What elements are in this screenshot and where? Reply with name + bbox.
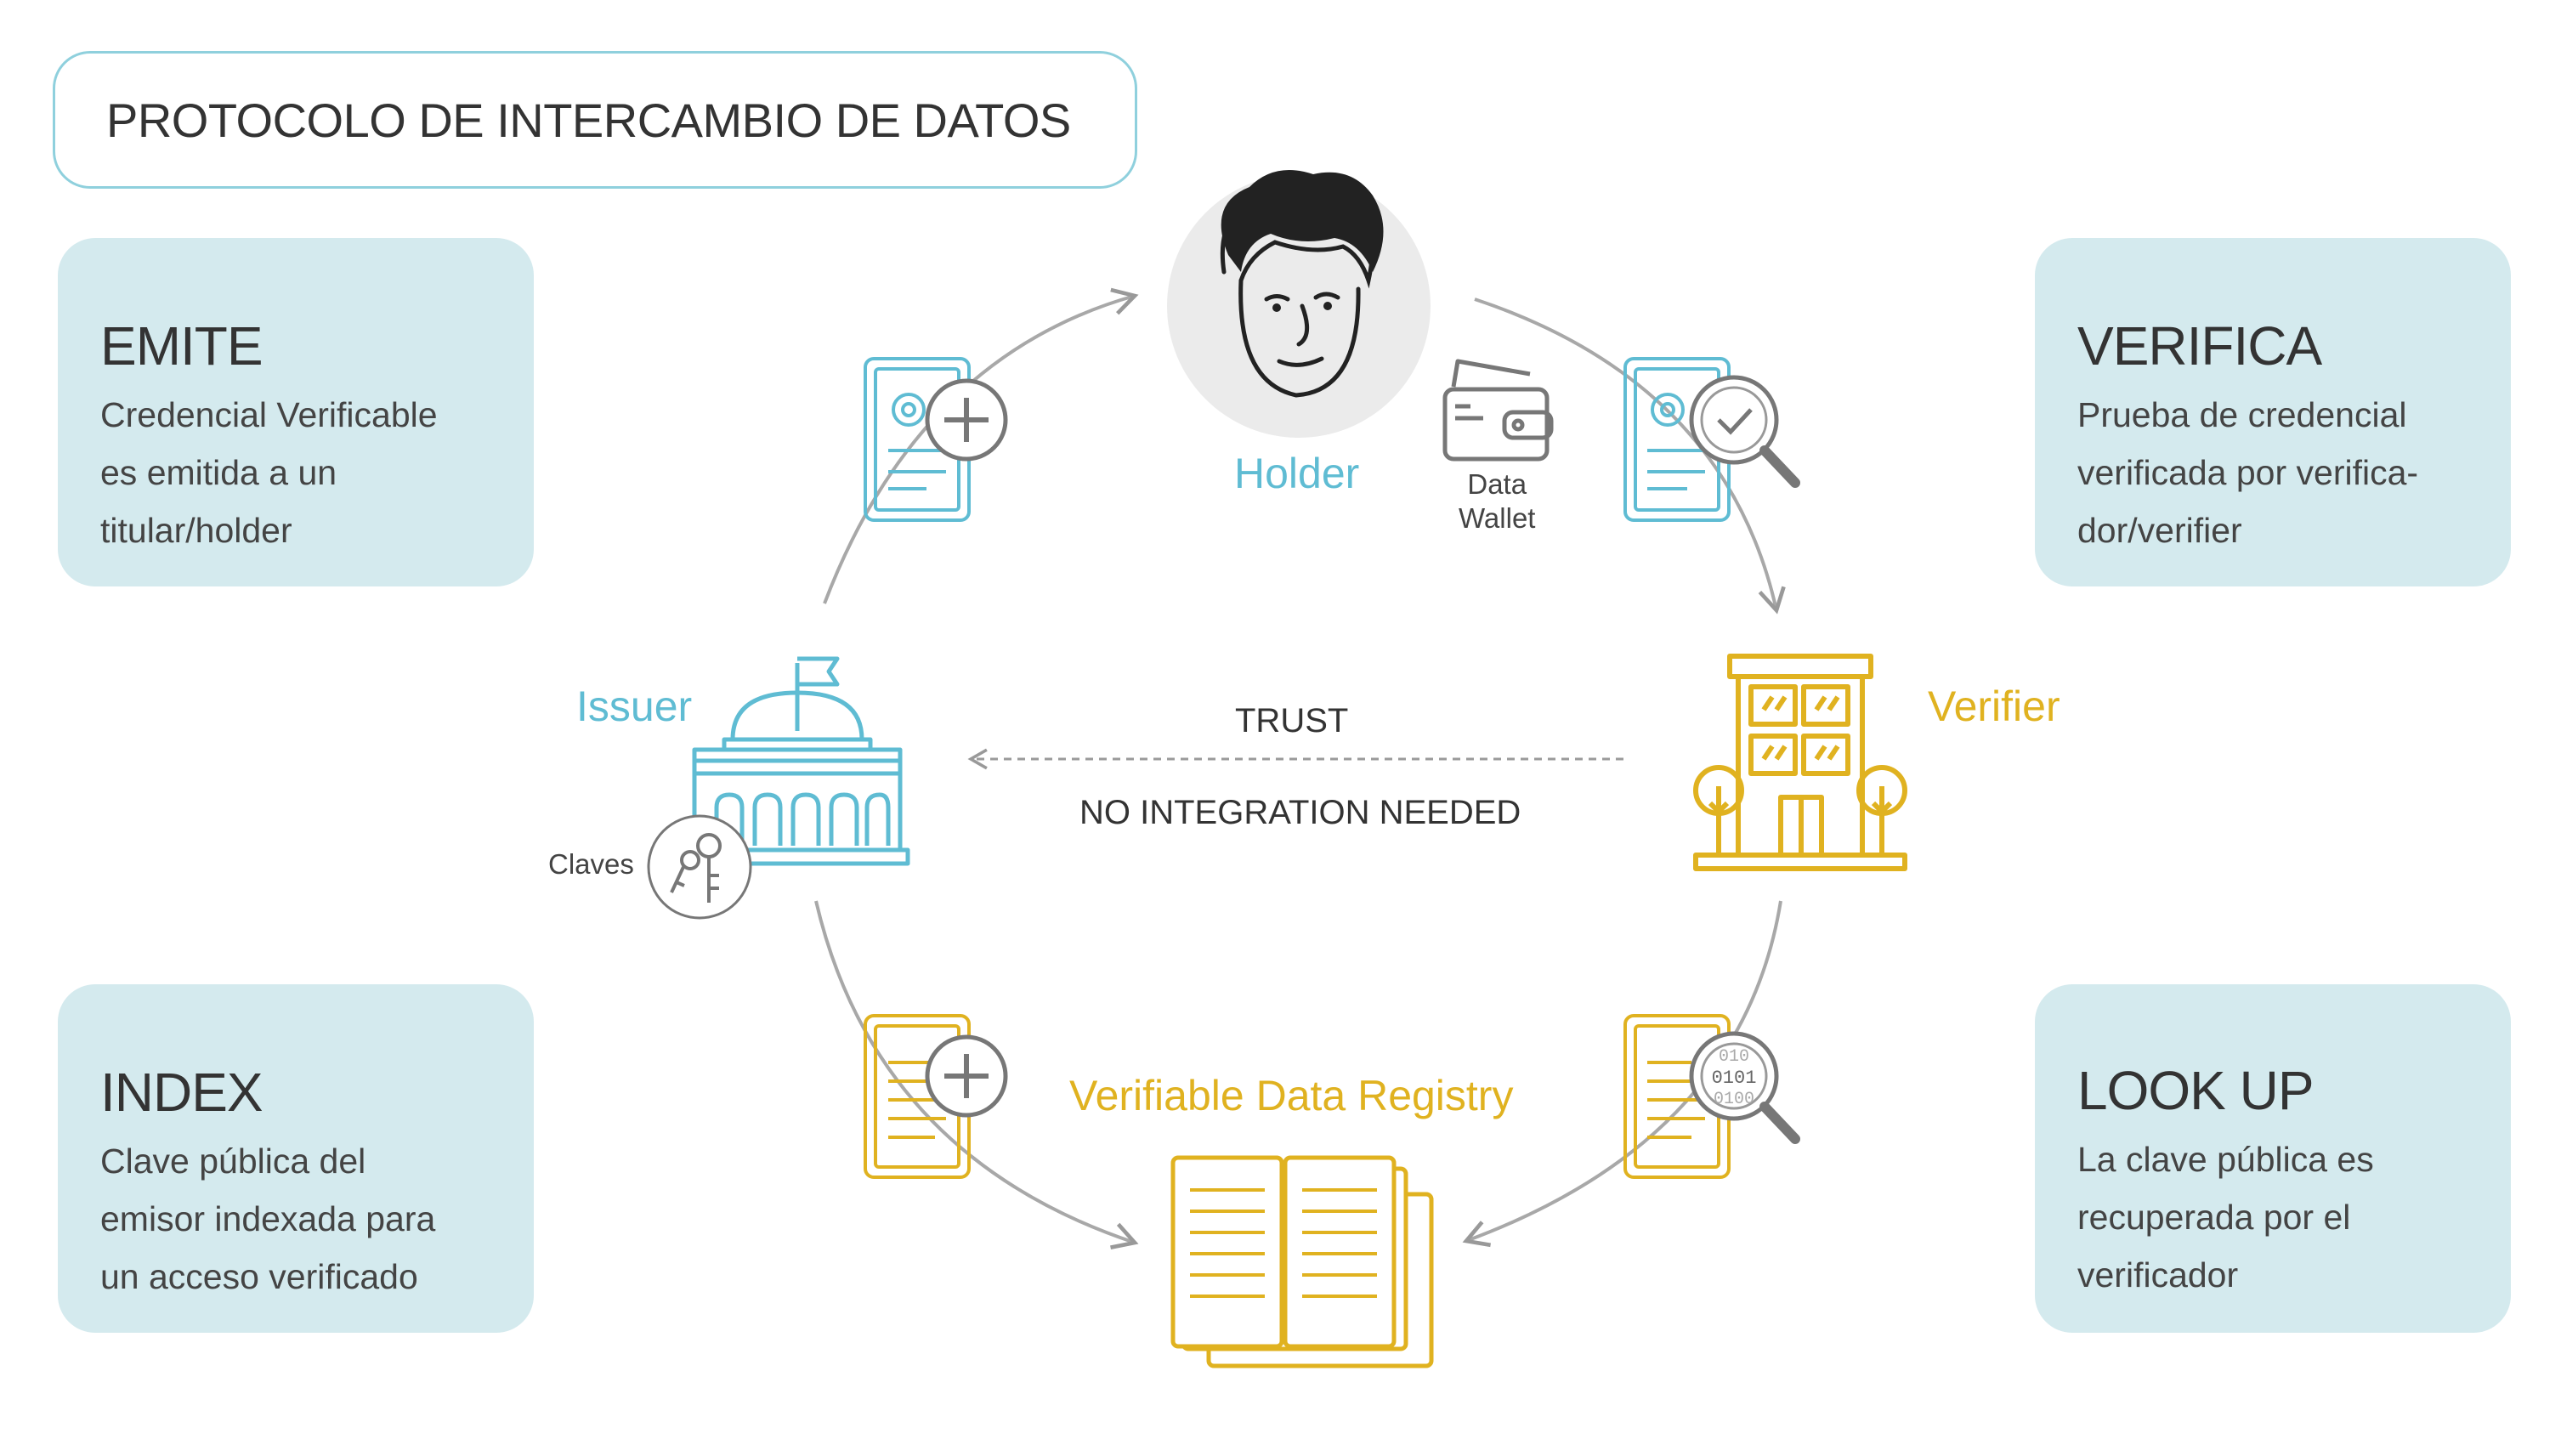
binary-text-mid: 0101 bbox=[1712, 1068, 1757, 1089]
card-line: un acceso verificado bbox=[100, 1257, 418, 1296]
wallet-icon bbox=[1442, 359, 1554, 462]
arrow-holder-to-verifier bbox=[1474, 297, 1786, 615]
card-line: Prueba de credencial bbox=[2077, 395, 2407, 434]
card-line: Clave pública del bbox=[100, 1142, 366, 1181]
verifier-label: Verifier bbox=[1928, 683, 2060, 730]
card-line: La clave pública es bbox=[2077, 1140, 2374, 1179]
card-line: verificada por verifica- bbox=[2077, 453, 2419, 492]
arrow-verifier-to-registry bbox=[1462, 900, 1782, 1248]
wallet-label-line1: Data bbox=[1467, 468, 1527, 500]
registry-label: Verifiable Data Registry bbox=[1069, 1072, 1514, 1119]
verifier-building-icon bbox=[1693, 654, 1907, 871]
title-box: PROTOCOLO DE INTERCAMBIO DE DATOS bbox=[53, 51, 1137, 189]
issuer-label: Issuer bbox=[576, 683, 693, 730]
card-line: recuperada por el bbox=[2077, 1198, 2351, 1237]
card-verifica: VERIFICA Prueba de credencial verificada… bbox=[2035, 238, 2511, 586]
card-lookup: LOOK UP La clave pública es recuperada p… bbox=[2035, 984, 2511, 1333]
card-line: Credencial Verificable bbox=[100, 395, 438, 434]
registry-books-icon bbox=[1170, 1155, 1434, 1368]
card-line: dor/verifier bbox=[2077, 511, 2242, 550]
arrow-issuer-to-registry bbox=[814, 900, 1139, 1249]
trust-label: TRUST bbox=[1235, 702, 1349, 739]
wallet-label: Data Wallet bbox=[1459, 467, 1535, 535]
plus-icon bbox=[925, 1034, 1008, 1118]
holder-label: Holder bbox=[1234, 450, 1360, 497]
card-line: verificador bbox=[2077, 1255, 2239, 1295]
claves-label: Claves bbox=[548, 848, 634, 880]
wallet-label-line2: Wallet bbox=[1459, 502, 1536, 534]
card-line: es emitida a un bbox=[100, 453, 337, 492]
no-integration-label: NO INTEGRATION NEEDED bbox=[1079, 794, 1521, 831]
binary-text-top: 010 bbox=[1719, 1047, 1749, 1067]
binary-text-bot: 0100 bbox=[1714, 1090, 1754, 1109]
magnifier-check-icon bbox=[1689, 375, 1800, 488]
card-heading: EMITE bbox=[100, 315, 263, 377]
card-line: titular/holder bbox=[100, 511, 292, 550]
keys-icon bbox=[647, 814, 752, 920]
card-heading: INDEX bbox=[100, 1062, 263, 1123]
plus-icon bbox=[925, 378, 1008, 462]
card-emite: EMITE Credencial Verificable es emitida … bbox=[58, 238, 534, 586]
holder-avatar bbox=[1167, 170, 1431, 438]
page-title: PROTOCOLO DE INTERCAMBIO DE DATOS bbox=[106, 93, 1071, 147]
card-heading: VERIFICA bbox=[2077, 315, 2322, 377]
magnifier-binary-icon: 010 0101 0100 bbox=[1689, 1031, 1800, 1144]
card-heading: LOOK UP bbox=[2077, 1060, 2315, 1121]
card-index: INDEX Clave pública del emisor indexada … bbox=[58, 984, 534, 1333]
issuer-building-icon bbox=[684, 656, 910, 866]
card-line: emisor indexada para bbox=[100, 1199, 436, 1238]
